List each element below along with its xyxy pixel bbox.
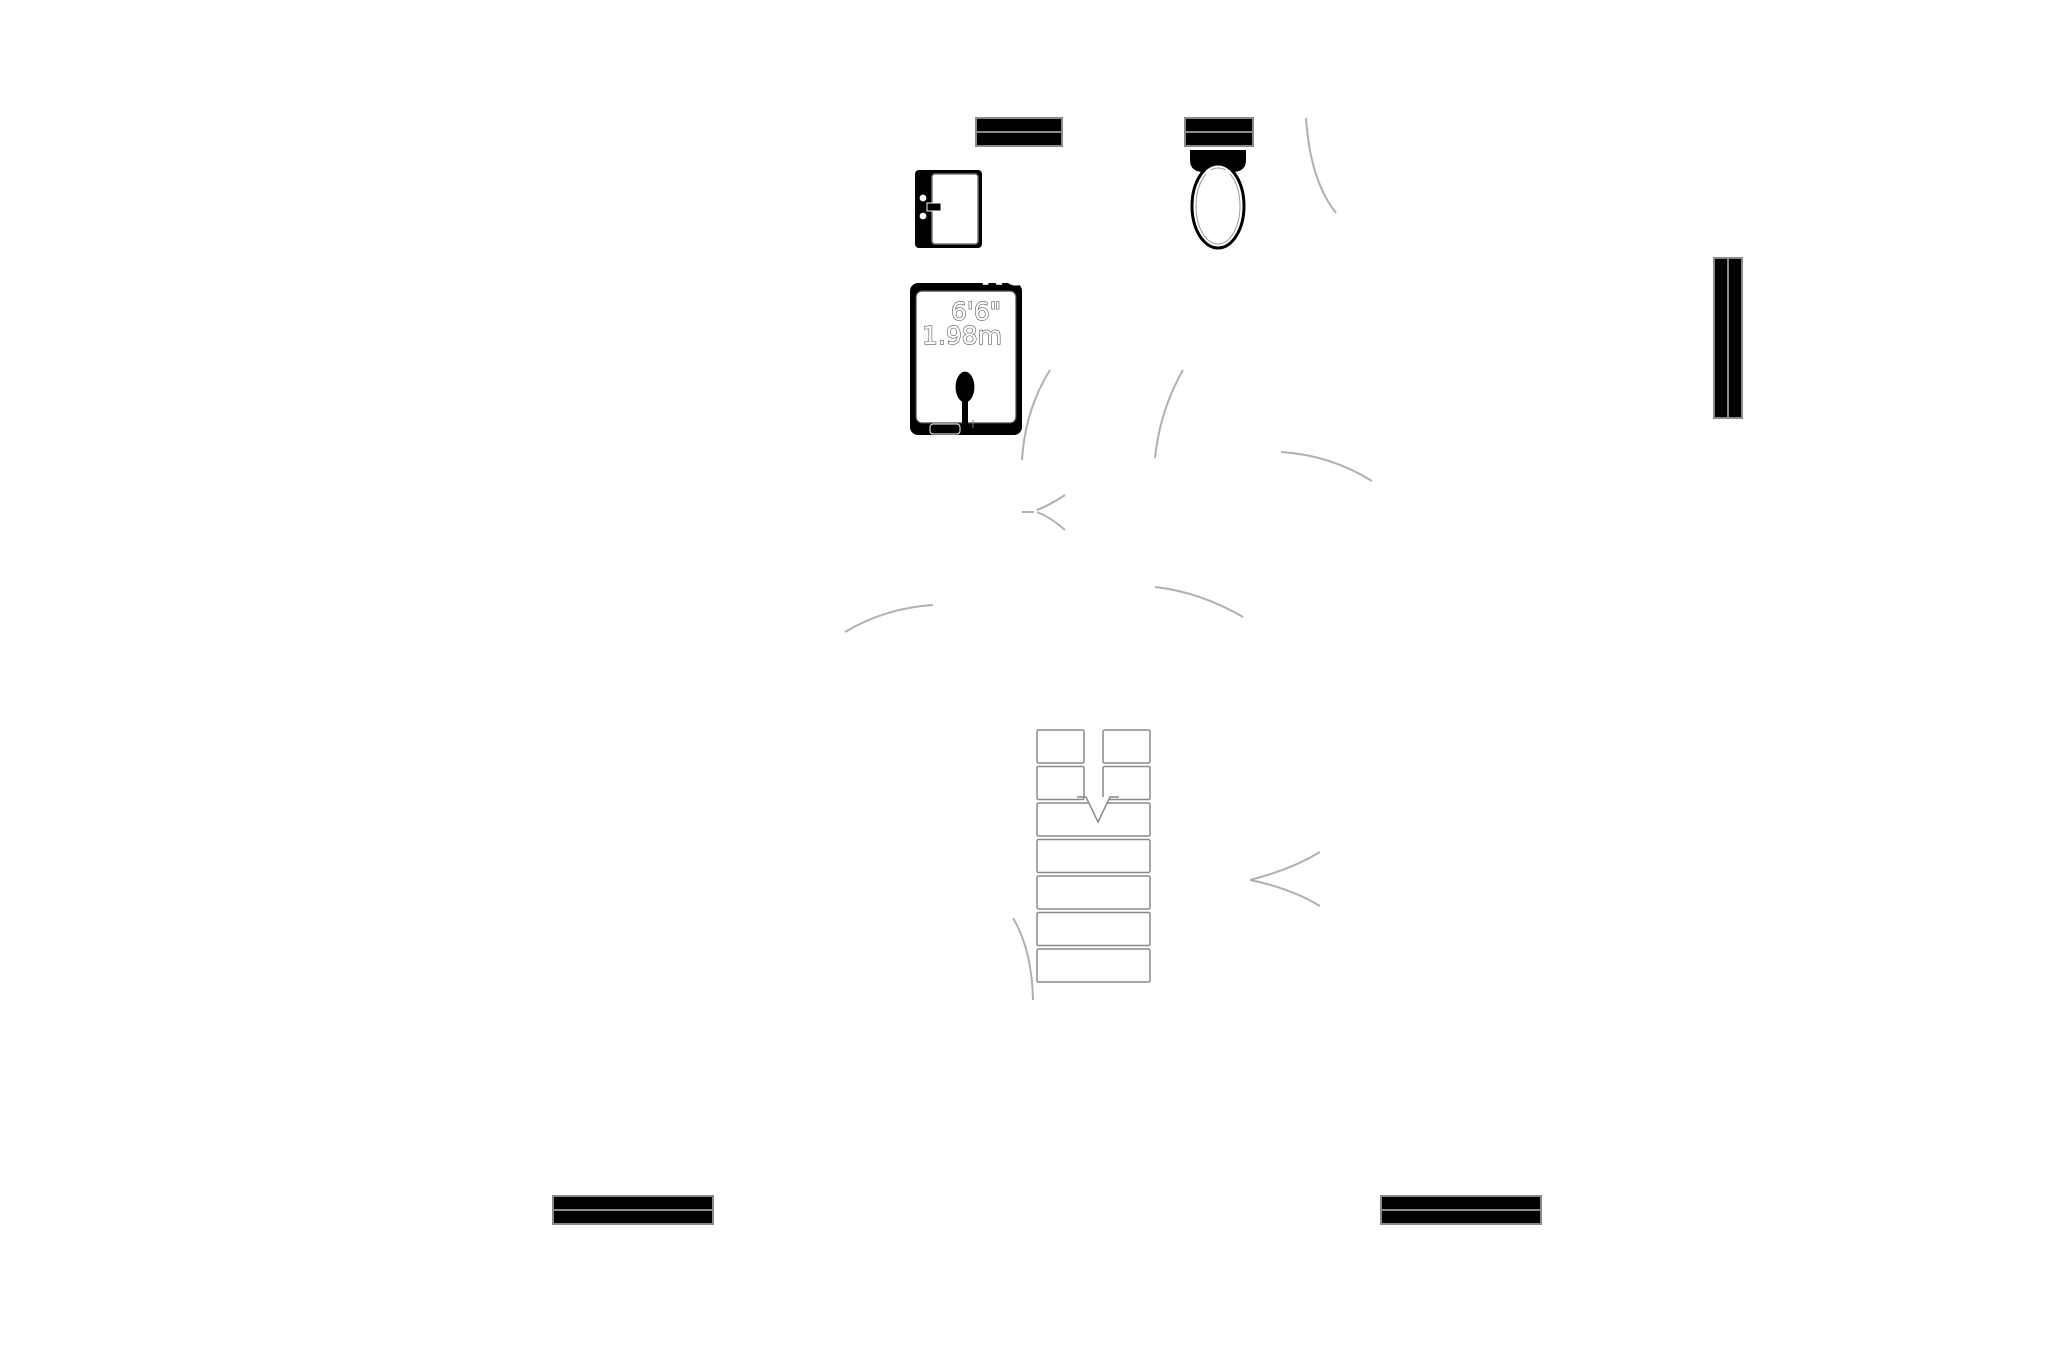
toilet-icon xyxy=(1190,150,1246,250)
stair-tread xyxy=(1102,765,1151,801)
stair-tread xyxy=(1036,948,1151,983)
shower-dimension-imperial: 6'6" xyxy=(951,297,1001,326)
stair-tread xyxy=(1102,729,1151,764)
door-arc xyxy=(1280,451,1373,482)
door-arc xyxy=(1154,586,1244,618)
wall-bottom-left xyxy=(552,1195,714,1225)
room-label: RO xyxy=(980,258,1029,293)
door-arc xyxy=(1249,879,1321,907)
arrow-down-icon xyxy=(1077,796,1119,824)
stair-tread xyxy=(1036,838,1151,874)
wall-bottom-right xyxy=(1380,1195,1542,1225)
stair-tread xyxy=(1036,765,1085,801)
door-arc xyxy=(1036,494,1066,511)
door-arc xyxy=(1036,511,1066,531)
wall-top-left xyxy=(975,117,1063,147)
door-arc xyxy=(844,604,934,633)
stair-tread xyxy=(1036,911,1151,947)
wall-right xyxy=(1713,257,1743,419)
door-arc xyxy=(1012,917,1034,1001)
door-arc xyxy=(1154,369,1184,459)
door-arc xyxy=(1305,117,1337,214)
door-arc xyxy=(1249,851,1321,881)
shower-dimension-metric: 1.98m xyxy=(922,321,1002,350)
stair-tread xyxy=(1036,729,1085,764)
stair-tread xyxy=(1036,875,1151,910)
stairs-icon xyxy=(1036,729,1151,983)
sink-icon xyxy=(915,170,982,248)
wall-top-right xyxy=(1184,117,1254,147)
door-arc xyxy=(1021,369,1051,461)
shower-icon xyxy=(910,283,1022,435)
